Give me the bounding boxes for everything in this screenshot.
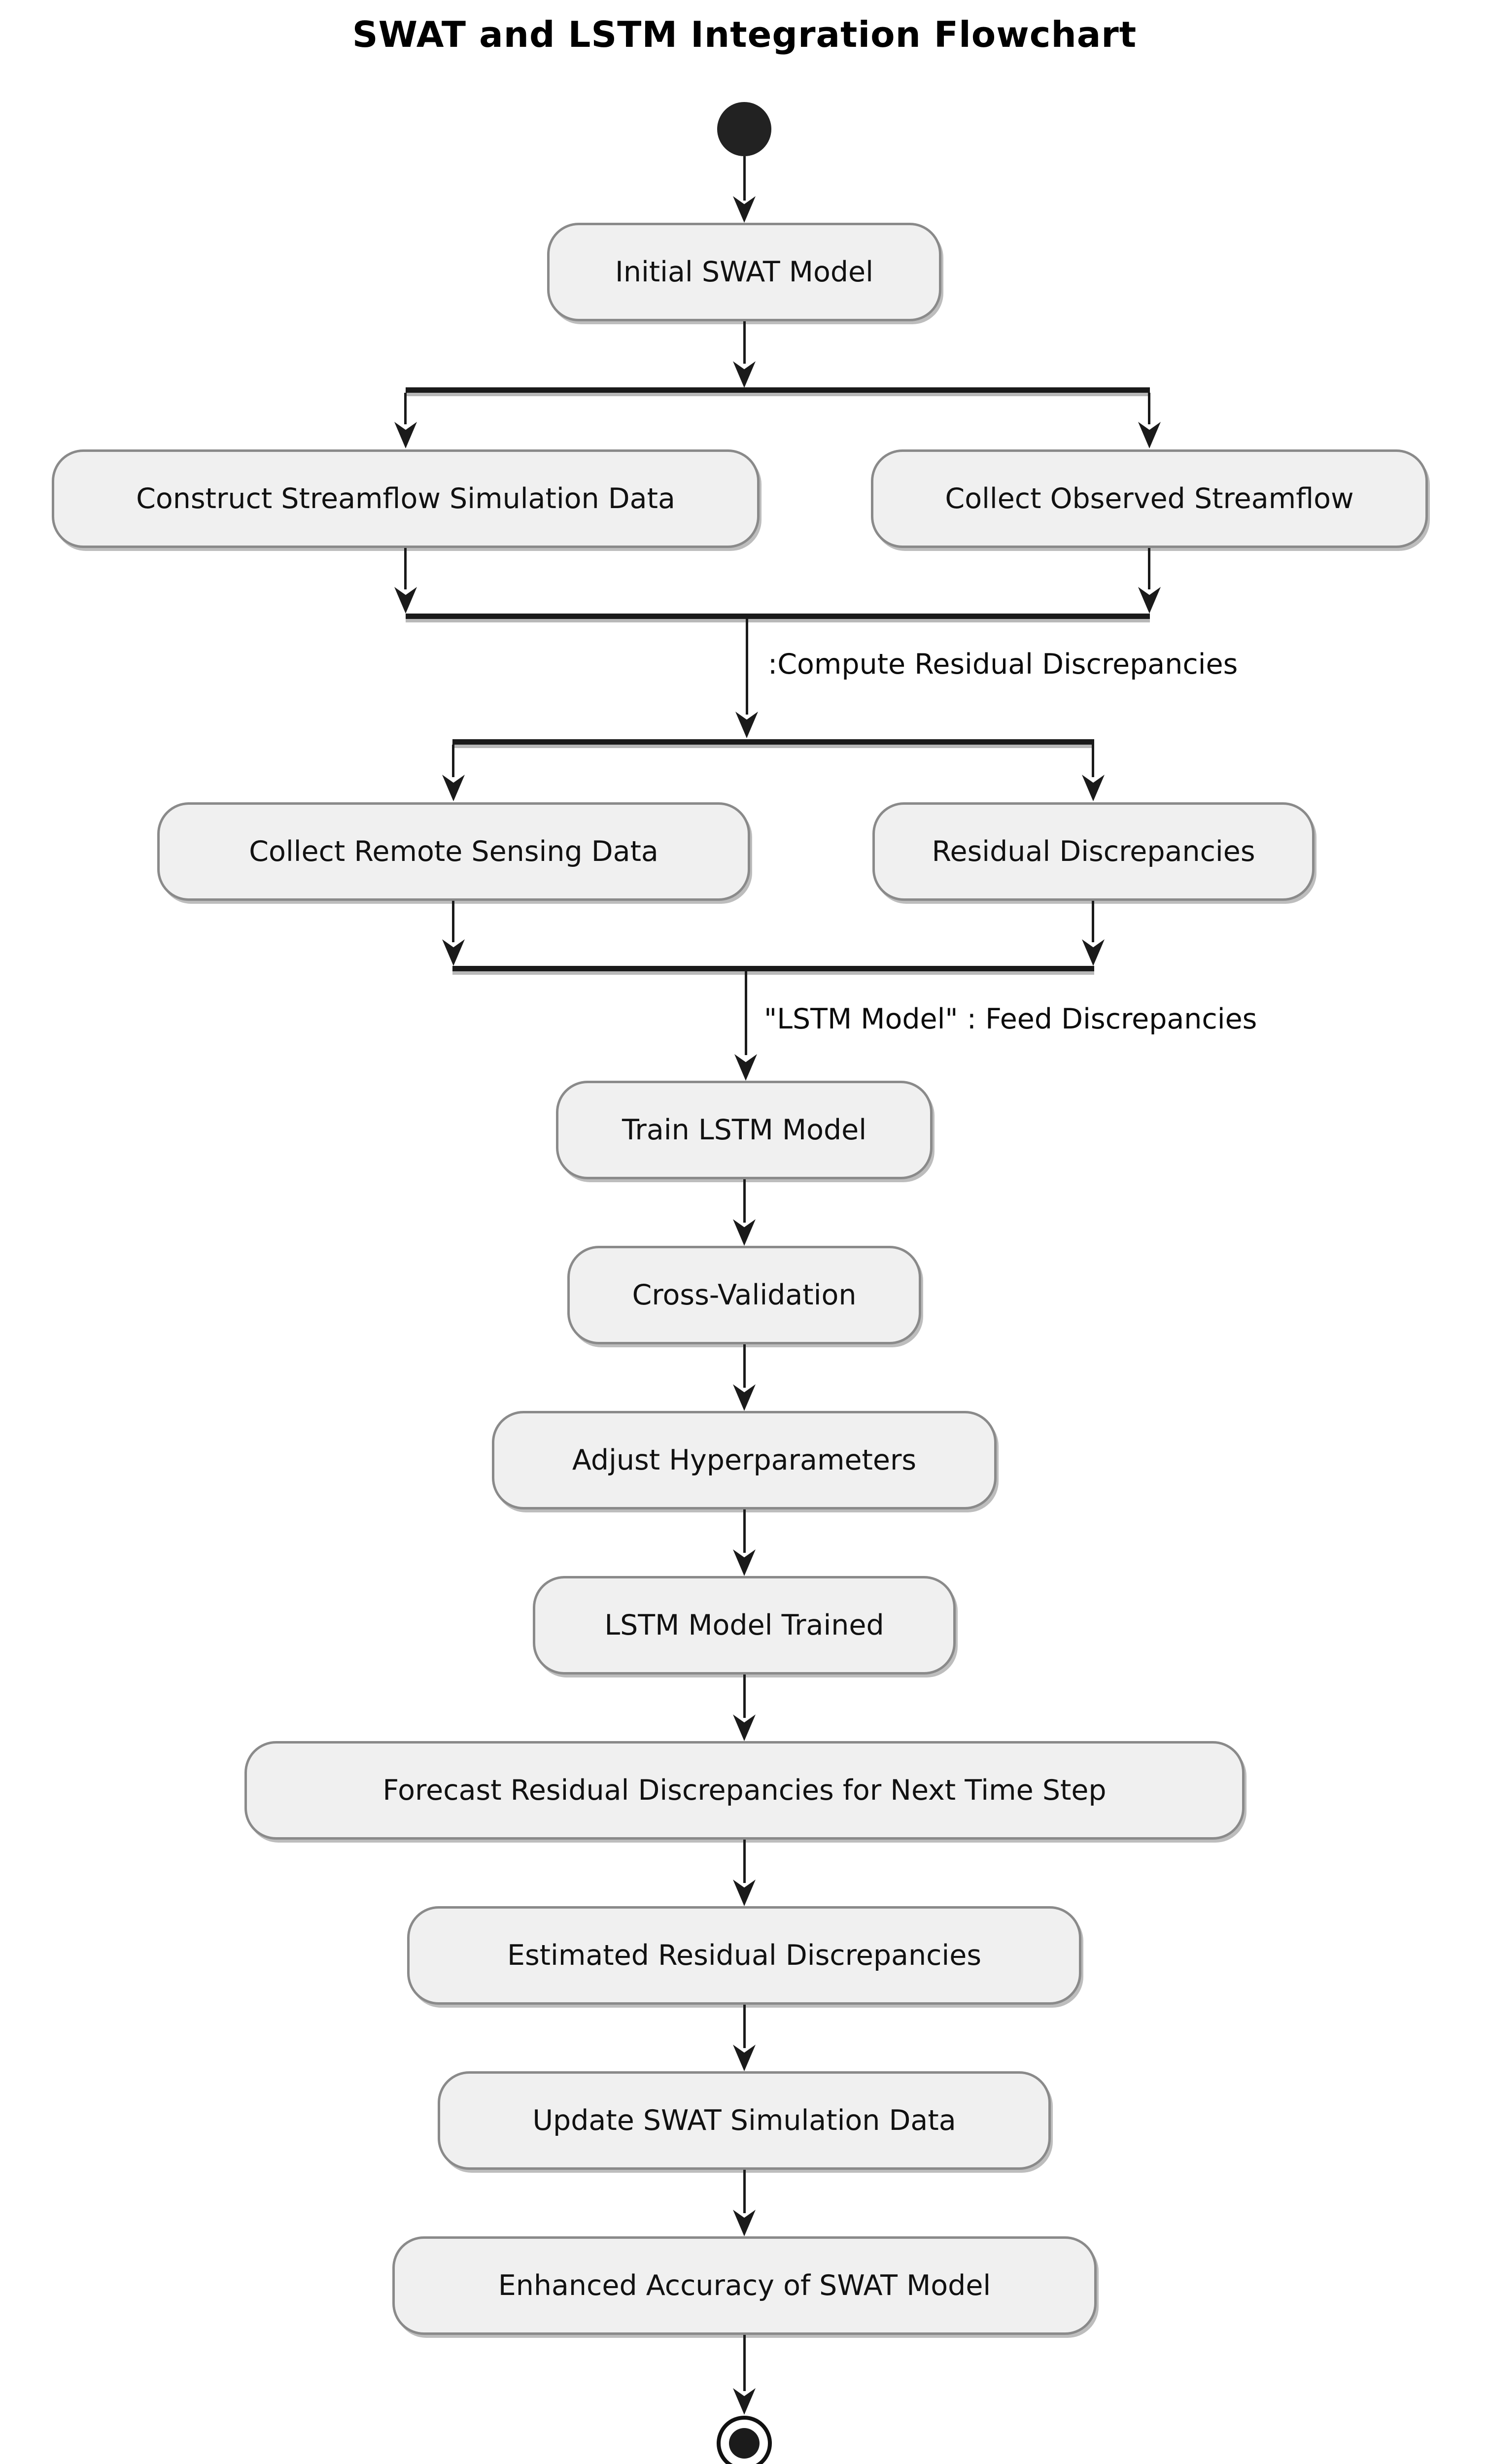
- connector-line: [1092, 745, 1094, 777]
- node-label: Train LSTM Model: [622, 1114, 867, 1146]
- node-cross-validation: Cross-Validation: [567, 1246, 921, 1344]
- connector-line: [743, 321, 746, 364]
- node-train-lstm-model: Train LSTM Model: [556, 1081, 933, 1179]
- connector-line: [743, 1840, 746, 1883]
- node-label: Adjust Hyperparameters: [572, 1444, 917, 1476]
- arrowhead-icon: [1138, 422, 1161, 448]
- arrowhead-icon: [394, 422, 417, 448]
- page-title: SWAT and LSTM Integration Flowchart: [352, 14, 1137, 55]
- connector-line: [404, 393, 407, 424]
- arrowhead-icon: [1082, 775, 1105, 801]
- connector-line: [743, 2170, 746, 2213]
- arrowhead-icon: [733, 2045, 756, 2071]
- arrowhead-icon: [442, 775, 465, 801]
- end-node-dot: [729, 2428, 760, 2459]
- arrowhead-icon: [735, 712, 758, 738]
- node-label: Cross-Validation: [632, 1279, 857, 1311]
- arrowhead-icon: [733, 1714, 756, 1741]
- connector-line: [743, 1675, 746, 1718]
- node-forecast-residual-discrepancies: Forecast Residual Discrepancies for Next…: [244, 1741, 1245, 1840]
- node-initial-swat-model: Initial SWAT Model: [547, 223, 941, 321]
- connector-line: [743, 2005, 746, 2048]
- node-label: Forecast Residual Discrepancies for Next…: [382, 1774, 1107, 1807]
- connector-line: [745, 971, 747, 1055]
- connector-line: [1148, 548, 1150, 589]
- node-adjust-hyperparameters: Adjust Hyperparameters: [492, 1411, 997, 1509]
- arrowhead-icon: [733, 2210, 756, 2236]
- connector-line: [746, 619, 748, 715]
- node-label: Residual Discrepancies: [932, 835, 1255, 868]
- node-label: Estimated Residual Discrepancies: [507, 1939, 982, 1972]
- node-label: Update SWAT Simulation Data: [532, 2104, 956, 2137]
- connector-line: [1092, 901, 1094, 942]
- node-enhanced-accuracy-of-swat-model: Enhanced Accuracy of SWAT Model: [392, 2236, 1097, 2335]
- node-residual-discrepancies: Residual Discrepancies: [872, 802, 1315, 901]
- connector-line: [743, 1509, 746, 1553]
- node-collect-remote-sensing-data: Collect Remote Sensing Data: [157, 802, 750, 901]
- join-bar: [452, 966, 1094, 971]
- node-estimated-residual-discrepancies: Estimated Residual Discrepancies: [407, 1906, 1081, 2005]
- connector-line: [404, 548, 407, 589]
- end-node-icon: [717, 2416, 772, 2464]
- edge-label-feed-discrepancies: "LSTM Model" : Feed Discrepancies: [764, 1003, 1257, 1035]
- connector-line: [1148, 393, 1150, 424]
- edge-label-compute-residual-discrepancies: :Compute Residual Discrepancies: [768, 648, 1238, 681]
- arrowhead-icon: [733, 1384, 756, 1411]
- arrowhead-icon: [734, 1054, 757, 1081]
- node-construct-streamflow-simulation-data: Construct Streamflow Simulation Data: [52, 449, 760, 548]
- node-label: Collect Remote Sensing Data: [249, 835, 658, 868]
- connector-line: [743, 1344, 746, 1388]
- node-label: LSTM Model Trained: [604, 1609, 884, 1642]
- arrowhead-icon: [394, 587, 417, 614]
- connector-line: [452, 745, 454, 777]
- node-label: Initial SWAT Model: [615, 256, 873, 288]
- node-update-swat-simulation-data: Update SWAT Simulation Data: [438, 2071, 1051, 2170]
- arrowhead-icon: [733, 361, 756, 388]
- fork-bar: [452, 739, 1094, 745]
- arrowhead-icon: [1138, 587, 1161, 614]
- arrowhead-icon: [733, 2388, 756, 2415]
- connector-line: [743, 2335, 746, 2391]
- arrowhead-icon: [442, 939, 465, 966]
- node-label: Enhanced Accuracy of SWAT Model: [498, 2269, 991, 2302]
- arrowhead-icon: [733, 1219, 756, 1246]
- start-node-icon: [717, 102, 771, 156]
- join-bar: [406, 614, 1150, 619]
- connector-line: [743, 1179, 746, 1223]
- node-label: Collect Observed Streamflow: [945, 482, 1354, 515]
- connector-line: [452, 901, 454, 942]
- fork-bar: [406, 387, 1150, 393]
- arrowhead-icon: [1082, 939, 1105, 966]
- arrowhead-icon: [733, 1880, 756, 1906]
- node-label: Construct Streamflow Simulation Data: [136, 482, 675, 515]
- connector-line: [743, 156, 746, 201]
- node-collect-observed-streamflow: Collect Observed Streamflow: [871, 449, 1428, 548]
- node-lstm-model-trained: LSTM Model Trained: [533, 1576, 956, 1675]
- arrowhead-icon: [733, 1549, 756, 1576]
